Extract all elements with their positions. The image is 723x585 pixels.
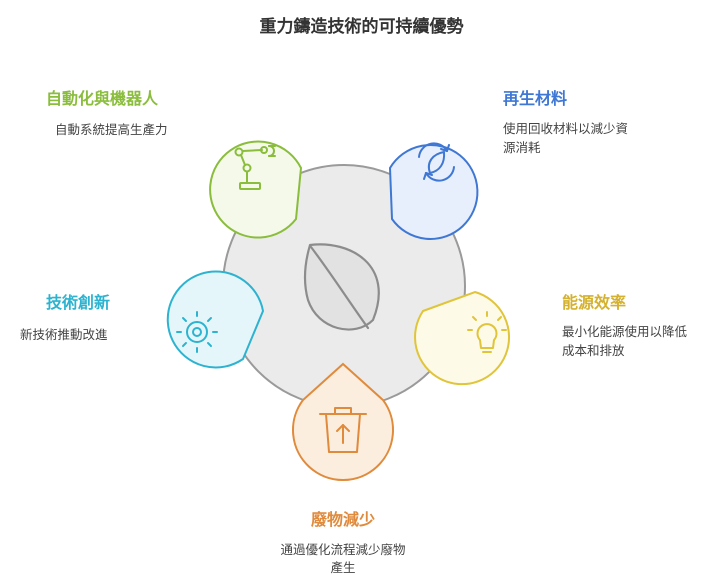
desc-energy-line1: 最小化能源使用以降低 xyxy=(562,324,688,339)
desc-recycled-line1: 使用回收材料以減少資 xyxy=(503,121,629,136)
recycle-icon xyxy=(418,142,455,182)
innovation-node xyxy=(166,270,265,369)
robot-arm-icon xyxy=(234,145,276,190)
automation-node xyxy=(209,140,303,239)
recycled-node xyxy=(388,142,479,240)
label-waste: 廢物減少 xyxy=(310,510,375,529)
desc-waste-line2: 產生 xyxy=(330,560,356,575)
desc-recycled-line2: 源消耗 xyxy=(503,140,541,155)
lightbulb-icon xyxy=(467,311,507,353)
trash-icon xyxy=(319,407,367,453)
label-innovation: 技術創新 xyxy=(46,293,111,312)
waste-node xyxy=(292,362,394,481)
desc-automation: 自動系統提高生產力 xyxy=(55,122,168,137)
leaf-icon xyxy=(304,243,380,331)
desc-waste-line1: 通過優化流程減少廢物 xyxy=(280,542,406,557)
gear-icon xyxy=(176,311,218,353)
desc-innovation: 新技術推動改進 xyxy=(20,327,108,342)
desc-energy-line2: 成本和排放 xyxy=(562,343,625,358)
label-automation: 自動化與機器人 xyxy=(46,89,159,108)
energy-node xyxy=(414,290,511,386)
label-recycled: 再生材料 xyxy=(503,89,568,108)
diagram-title: 重力鑄造技術的可持續優勢 xyxy=(259,17,464,37)
label-energy: 能源效率 xyxy=(562,293,627,312)
